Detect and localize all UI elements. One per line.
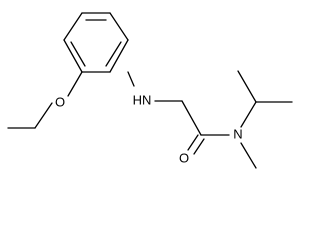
bond [237, 70, 257, 103]
ring-bond [63, 39, 83, 73]
ring-double-bond [105, 41, 122, 67]
carbonyl-bond [187, 134, 199, 151]
amine-nitrogen-label: HN [133, 92, 152, 107]
ring-double-bond [70, 41, 86, 67]
ring-bond [63, 12, 83, 41]
ring-bond [109, 12, 129, 41]
bond [240, 101, 257, 128]
bond [34, 102, 53, 129]
bond [240, 142, 257, 169]
ethoxy-group: O [7, 71, 83, 129]
amide-group: O N [179, 70, 293, 169]
benzene-ring [63, 12, 129, 73]
amide-nitrogen-label: N [233, 126, 242, 141]
bond [67, 71, 83, 97]
carbonyl-bond [193, 138, 205, 155]
ring-bond [109, 39, 129, 73]
bond [127, 71, 135, 87]
structure-diagram: O HN O N [7, 12, 293, 169]
amine-linker: HN [127, 71, 202, 136]
carbonyl-oxygen-label: O [179, 150, 189, 165]
ether-oxygen-label: O [55, 94, 65, 109]
bond [181, 100, 202, 136]
